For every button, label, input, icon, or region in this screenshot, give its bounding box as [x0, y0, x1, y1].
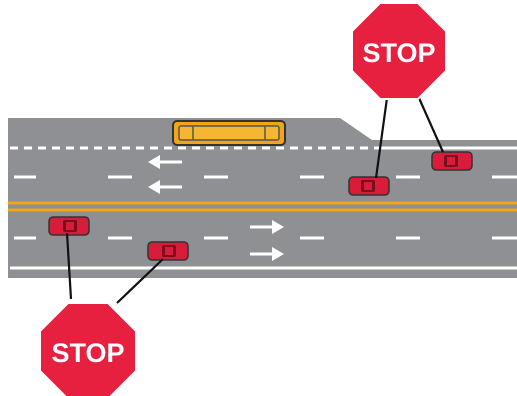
- lane-markings: [8, 146, 517, 270]
- road-shoulder: [8, 118, 517, 278]
- stop-sign-bottom-label: STOP: [51, 338, 124, 368]
- school-bus-icon: [172, 120, 286, 146]
- sign-pointers: [65, 97, 445, 304]
- car-icon: [348, 176, 390, 196]
- car-icon: [431, 151, 473, 171]
- arrow-right-icon: [250, 247, 284, 261]
- arrow-left-icon: [148, 180, 182, 194]
- stop-sign-icon: STOP: [39, 302, 137, 396]
- car-icon: [48, 216, 90, 236]
- direction-arrows: [148, 155, 284, 261]
- bottom-sign-line-left: [65, 232, 73, 300]
- bottom-sign-line-right: [116, 258, 164, 304]
- arrow-left-icon: [148, 155, 182, 169]
- arrow-right-icon: [250, 220, 284, 234]
- top-sign-line-left: [374, 97, 389, 179]
- car-icon: [147, 241, 189, 261]
- stop-sign-icon: STOP: [351, 2, 447, 100]
- stop-sign-bottom-octagon: [39, 302, 137, 396]
- road: [8, 118, 517, 278]
- top-sign-line-right: [417, 97, 445, 153]
- stop-sign-top-octagon: [351, 2, 447, 100]
- stop-sign-top-label: STOP: [362, 38, 435, 68]
